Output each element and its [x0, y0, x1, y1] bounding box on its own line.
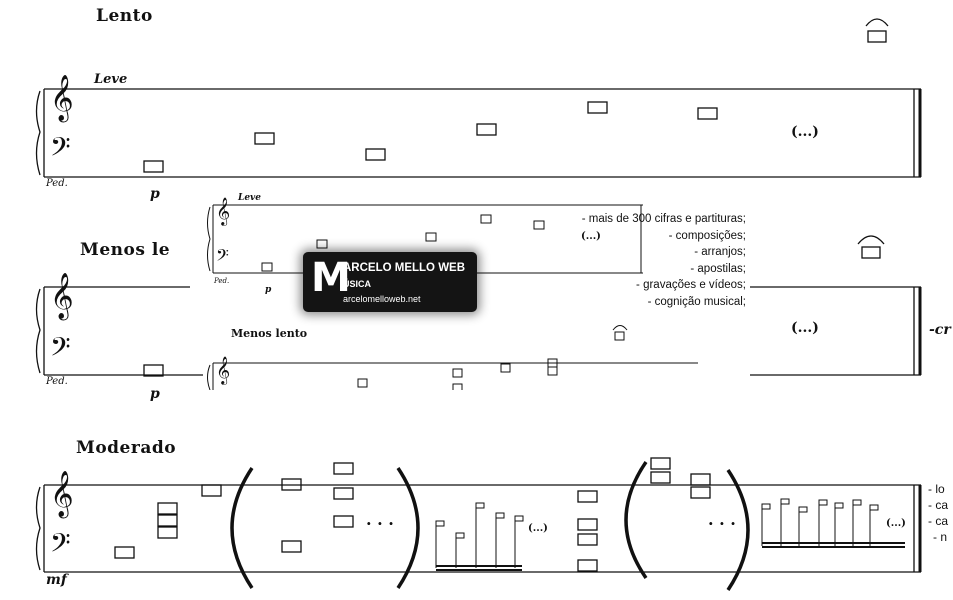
logo-title: ARCELO MELLO WEB: [343, 262, 466, 274]
note-box: [577, 518, 598, 531]
note-box: [333, 515, 354, 528]
dynamic-marking: p: [150, 386, 160, 402]
bass-clef-icon: 𝄢: [50, 527, 71, 565]
feature-list: - mais de 300 cifras e partituras; - com…: [526, 213, 746, 312]
side-item: - n: [933, 530, 948, 544]
note-box: [861, 246, 881, 259]
preview-panel: 𝄞 𝄢 𝄞 Leve p Ped. (...) Menos lento - ma…: [203, 193, 750, 390]
note-box: [650, 471, 671, 484]
fermata-arc: [865, 18, 889, 27]
ellipsis-marker: (...): [581, 231, 601, 242]
note-box: [476, 123, 497, 136]
ellipsis-marker: (...): [791, 124, 819, 140]
note-box: [690, 486, 711, 499]
bass-clef-icon: 𝄢: [216, 245, 229, 269]
bass-clef-icon: 𝄢: [50, 331, 71, 369]
feature-item: - gravações e vídeos;: [636, 279, 746, 291]
feature-item: - apostilas;: [690, 262, 746, 275]
note-box: [333, 462, 354, 475]
tempo-marking: Leve: [94, 72, 128, 87]
note-box: [577, 559, 598, 572]
feature-item: - cognição musical;: [647, 295, 746, 308]
note-box: [867, 30, 887, 43]
note-box: [254, 132, 275, 145]
note-box: [577, 533, 598, 546]
note-run: [761, 498, 879, 546]
note-box: [157, 514, 178, 527]
treble-clef-icon: 𝄞: [50, 471, 74, 517]
bass-clef-icon: 𝄢: [50, 131, 71, 169]
fermata-arc: [857, 235, 885, 245]
section-heading-lento: Lento: [96, 6, 153, 26]
logo-subtitle: ÚSICA: [343, 279, 372, 289]
logo-letter: M: [311, 255, 351, 301]
feature-item: - arranjos;: [694, 246, 746, 258]
bracket-open: [624, 461, 648, 579]
ellipsis-marker: (...): [886, 518, 906, 529]
side-item: - ca: [928, 498, 949, 512]
logo-url: arcelomelloweb.net: [343, 294, 421, 304]
treble-clef-icon: 𝄞: [216, 356, 231, 384]
brace: [35, 486, 41, 571]
dynamic-marking: p: [265, 285, 272, 295]
pedal-marking: Ped.: [46, 178, 68, 189]
note-box: [577, 490, 598, 503]
note-box: [697, 107, 718, 120]
brace: [35, 90, 41, 176]
note-box: [157, 502, 178, 515]
crescendo-marking: -cr: [929, 322, 951, 338]
bracket-open: [230, 467, 254, 589]
dynamic-marking: p: [150, 186, 160, 202]
side-item: - lo: [928, 482, 945, 496]
brace: [35, 288, 41, 374]
bracket-close: [726, 469, 750, 591]
dots-marker: . . .: [366, 510, 394, 529]
feature-item: - composições;: [668, 229, 746, 242]
note-box: [333, 487, 354, 500]
note-box: [143, 364, 164, 377]
section-heading-menos: Menos le: [80, 240, 171, 260]
dynamic-marking: mf: [46, 572, 67, 588]
dots-marker: . . .: [708, 510, 736, 529]
note-box: [201, 484, 222, 497]
ellipsis-marker: (...): [791, 320, 819, 336]
treble-clef-icon: 𝄞: [216, 197, 231, 225]
note-run: [435, 502, 524, 568]
note-box: [690, 473, 711, 486]
note-box: [281, 540, 302, 553]
feature-item: - mais de 300 cifras e partituras;: [581, 213, 746, 225]
note-box: [143, 160, 164, 173]
note-box: [114, 546, 135, 559]
note-box: [365, 148, 386, 161]
note-box: [157, 526, 178, 539]
ellipsis-marker: (...): [528, 523, 548, 534]
side-item: - ca: [928, 514, 949, 528]
note-box: [650, 457, 671, 470]
treble-clef-icon: 𝄞: [50, 75, 74, 121]
preview-subheading: Menos lento: [231, 327, 308, 340]
note-box: [281, 478, 302, 491]
section-heading-moderado: Moderado: [76, 438, 177, 458]
brand-logo[interactable]: M ARCELO MELLO WEB ÚSICA arcelomelloweb.…: [303, 252, 477, 312]
treble-clef-icon: 𝄞: [50, 273, 74, 319]
note-box: [587, 101, 608, 114]
pedal-marking: Ped.: [46, 376, 68, 387]
pedal-marking: Ped.: [214, 277, 230, 285]
tempo-marking: Leve: [238, 193, 262, 203]
side-list: - lo - ca - ca - n: [928, 482, 948, 546]
bracket-close: [396, 467, 420, 589]
